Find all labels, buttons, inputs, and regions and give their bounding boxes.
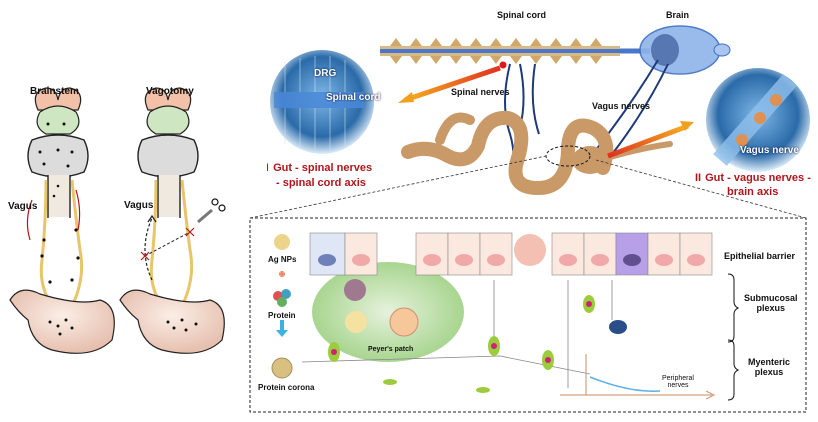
ag-np-icon <box>274 234 290 250</box>
scissors-icon <box>197 198 226 224</box>
brainstem-vagus-label: Vagus <box>8 201 38 212</box>
protein-corona-label: Protein corona <box>258 383 315 392</box>
arrow-to-spinal-inset <box>404 65 501 103</box>
vagotomy-title: Vagotomy <box>146 86 194 97</box>
brain-illustration <box>639 25 731 75</box>
brainstem-illustration <box>9 87 115 354</box>
submucosal-plexus-label: Submucosal plexus <box>744 293 798 313</box>
ag-nps-label: Ag NPs <box>268 255 297 264</box>
vagotomy-illustration <box>119 87 226 354</box>
enteric-neurons <box>301 280 716 400</box>
protein-icon <box>273 289 291 307</box>
spinal-cord-label: Spinal cord <box>497 10 547 20</box>
detail-box <box>249 217 807 413</box>
axis-1-line1: Gut - spinal nerves <box>273 162 373 174</box>
inset-vagus-nerve-label: Vagus nerve <box>740 145 799 156</box>
epithelial-layer <box>309 232 713 276</box>
vagus-nerve-inset <box>706 68 810 172</box>
vagus-nerves-label: Vagus nerves <box>592 101 651 111</box>
myenteric-plexus-label: Myenteric plexus <box>748 357 790 377</box>
submucosal-line2: plexus <box>756 303 786 313</box>
spinal-cord-illustration <box>380 38 650 64</box>
protein-label: Protein <box>268 311 296 320</box>
axis-1-numeral: I <box>266 162 270 174</box>
spinal-cord-inset <box>270 50 374 154</box>
epithelial-barrier-label: Epithelial barrier <box>724 251 796 261</box>
arrow-to-vagus-inset <box>607 123 689 159</box>
layer-braces <box>727 273 740 401</box>
inset-spinal-cord-label: Spinal cord <box>326 92 381 103</box>
vagotomy-vagus-label: Vagus <box>124 200 154 211</box>
brainstem-title: Brainstem <box>30 86 79 97</box>
axis-2-line2: brain axis <box>727 186 779 198</box>
protein-corona-icon <box>271 357 293 379</box>
brain-label: Brain <box>666 10 690 20</box>
peripheral-nerves-line1: Peripheral <box>662 375 694 382</box>
drg-label: DRG <box>314 68 337 79</box>
myenteric-line2: plexus <box>754 367 784 377</box>
spinal-nerves-label: Spinal nerves <box>451 87 510 97</box>
spinal-origin-dot <box>499 61 507 69</box>
axis-2-numeral: II <box>695 172 702 184</box>
peyers-patch-label: Peyer's patch <box>368 346 414 353</box>
myenteric-line1: Myenteric <box>748 357 791 367</box>
peripheral-nerves-label: Peripheral nerves <box>662 375 694 389</box>
submucosal-line1: Submucosal <box>744 293 798 303</box>
peripheral-nerves-line2: nerves <box>667 382 689 389</box>
axis-1-line2: - spinal cord axis <box>276 177 366 189</box>
gut-illustration <box>401 110 673 196</box>
axis-2-line1: Gut - vagus nerves - <box>705 172 811 184</box>
